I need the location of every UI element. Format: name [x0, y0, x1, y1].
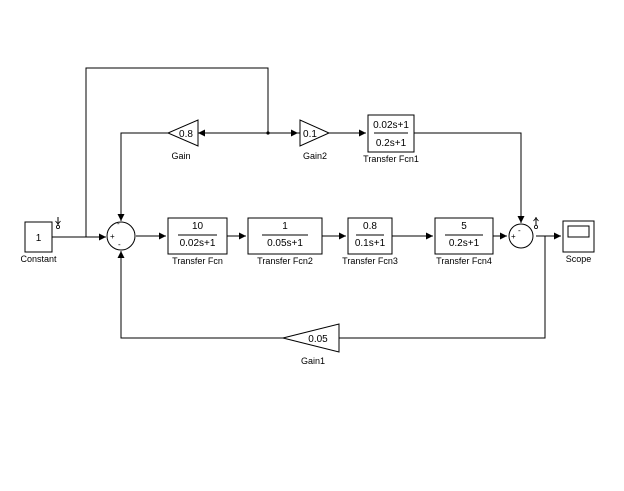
tf2-denominator: 0.05s+1: [267, 238, 303, 249]
tf4-numerator: 5: [461, 221, 467, 232]
gain-label: Gain: [171, 151, 190, 161]
tf-top-label: Transfer Fcn1: [363, 154, 419, 164]
transfer-fcn4-block[interactable]: 5 0.2s+1 Transfer Fcn4: [434, 217, 494, 266]
gain1-value: 0.05: [308, 334, 328, 345]
gain2-label: Gain2: [303, 151, 327, 161]
gain2-block[interactable]: 0.1 Gain2: [299, 119, 331, 161]
tf-label: Transfer Fcn: [172, 256, 223, 266]
sum1-sign-top: -: [117, 219, 120, 228]
signal-probe-icon: [55, 217, 61, 229]
tf2-numerator: 1: [282, 221, 288, 232]
transfer-fcn3-block[interactable]: 0.8 0.1s+1 Transfer Fcn3: [342, 217, 398, 266]
constant-label: Constant: [20, 254, 57, 264]
scope-block[interactable]: Scope: [562, 220, 595, 264]
wire-gain-to-sum1: [117, 132, 168, 221]
tf3-denominator: 0.1s+1: [355, 238, 386, 249]
tf3-numerator: 0.8: [363, 221, 377, 232]
signal-probe-icon-2: [533, 217, 539, 229]
tf2-label: Transfer Fcn2: [257, 256, 313, 266]
tf4-label: Transfer Fcn4: [436, 256, 492, 266]
transfer-fcn1-block[interactable]: 0.02s+1 0.2s+1 Transfer Fcn1: [363, 114, 419, 164]
sum1-block[interactable]: + - -: [106, 219, 136, 251]
scope-label: Scope: [566, 254, 592, 264]
tf4-denominator: 0.2s+1: [449, 238, 480, 249]
wire-top-loop: [85, 67, 269, 237]
scope-screen-icon: [567, 225, 590, 238]
sum2-block[interactable]: + -: [508, 217, 539, 249]
constant-block[interactable]: 1 Constant: [20, 217, 61, 264]
wire-gain1-to-sum1: [117, 251, 283, 339]
sum2-sign-top: -: [518, 226, 521, 235]
gain-block[interactable]: 0.8 Gain: [166, 119, 199, 161]
sum1-sign-bottom: -: [118, 240, 121, 249]
gain1-label: Gain1: [301, 356, 325, 366]
sum1-sign-left: +: [110, 232, 115, 241]
branch-point: [266, 131, 270, 135]
gain-value: 0.8: [179, 129, 193, 140]
gain1-block[interactable]: 0.05 Gain1: [282, 323, 340, 366]
signal-lines: [52, 67, 561, 339]
sum2-sign-left: +: [511, 232, 516, 241]
tf-top-numerator: 0.02s+1: [373, 120, 409, 131]
wire-bottom-feedback: [339, 236, 546, 339]
transfer-fcn-block[interactable]: 10 0.02s+1 Transfer Fcn: [167, 217, 228, 266]
tf-top-denominator: 0.2s+1: [376, 138, 407, 149]
gain2-value: 0.1: [303, 129, 317, 140]
wire-tf1-to-sum2: [414, 132, 525, 223]
constant-value: 1: [36, 233, 42, 244]
tf-numerator: 10: [192, 221, 204, 232]
tf3-label: Transfer Fcn3: [342, 256, 398, 266]
transfer-fcn2-block[interactable]: 1 0.05s+1 Transfer Fcn2: [247, 217, 323, 266]
tf-denominator: 0.02s+1: [180, 238, 216, 249]
